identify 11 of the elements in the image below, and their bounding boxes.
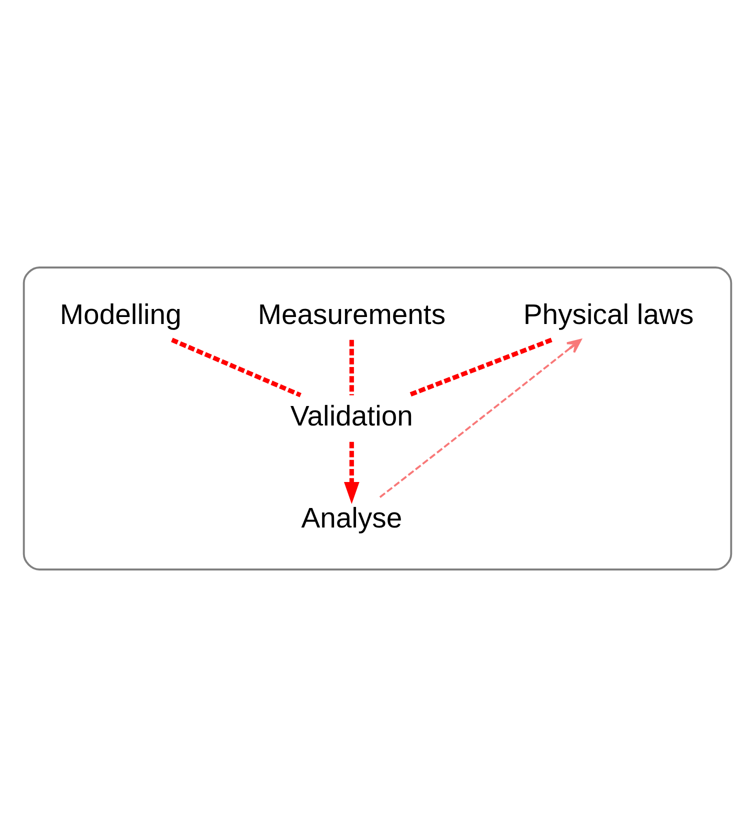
cluster — [22, 266, 732, 570]
node-text: Validation — [290, 400, 413, 432]
node-text: Measurements — [258, 298, 446, 330]
arrow — [344, 441, 360, 504]
connector — [349, 339, 354, 395]
arrow — [379, 338, 582, 498]
node-text: Modelling — [60, 298, 182, 330]
node-text: Analyse — [301, 502, 402, 534]
connector — [408, 337, 552, 397]
connector — [171, 337, 302, 397]
node-text: Physical laws — [523, 298, 694, 330]
